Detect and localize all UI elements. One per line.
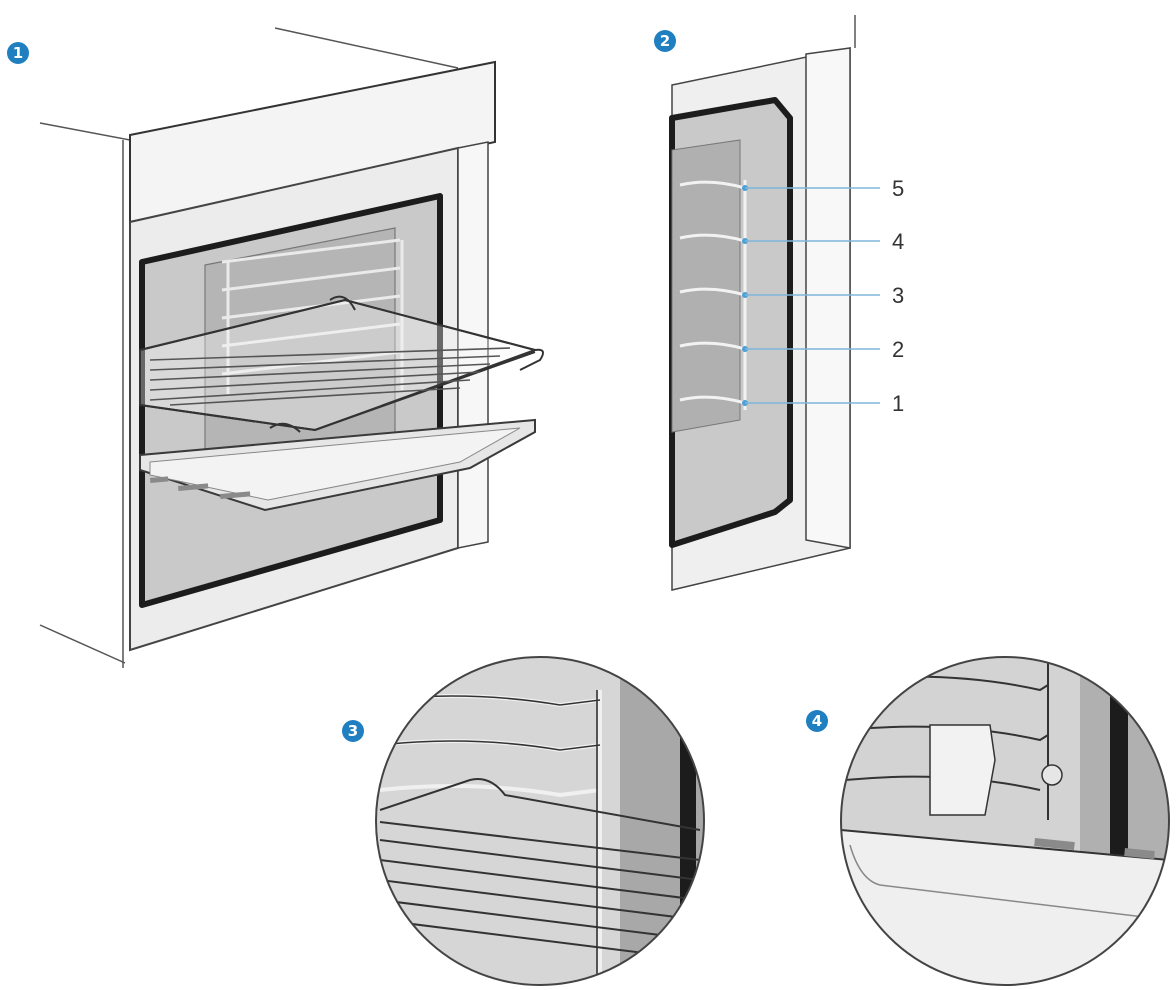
panel-3-rail-detail <box>375 656 705 986</box>
step-badge-1: 1 <box>7 42 29 64</box>
circled-number-1-icon <box>7 42 29 64</box>
tray-slots <box>150 476 251 499</box>
level-leader-lines <box>745 187 880 404</box>
shelf-level-1-label: 1 <box>892 391 904 416</box>
shelf-level-3-label: 3 <box>892 283 904 308</box>
step-badge-4: 4 <box>806 710 828 732</box>
step-1-number: 1 <box>13 44 23 62</box>
shelf-wire-closeup <box>379 778 701 961</box>
baking-tray <box>139 418 536 512</box>
shelf-level-4-label: 4 <box>892 229 904 254</box>
cabinet-outline <box>39 27 459 668</box>
panel-4-tray-detail <box>840 656 1170 986</box>
circled-number-2-icon <box>654 30 676 52</box>
step-4-number: 4 <box>812 712 822 730</box>
oven-control-panel <box>129 60 496 224</box>
wire-shelf-bars <box>149 347 511 406</box>
tray-edge-closeup <box>841 828 1169 985</box>
panel-2-shelf-levels: 5 4 3 2 1 <box>669 15 904 591</box>
panel-1-oven-overview <box>39 27 545 668</box>
step-badge-2: 2 <box>654 30 676 52</box>
step-3-number: 3 <box>348 722 358 740</box>
step-2-number: 2 <box>660 32 670 50</box>
rail-pivot <box>1041 764 1063 786</box>
oven-back-wall-right <box>671 139 741 433</box>
shelf-level-2-label: 2 <box>892 337 904 362</box>
step-badge-3: 3 <box>342 720 364 742</box>
circled-number-4-icon <box>806 710 828 732</box>
circled-number-3-icon <box>342 720 364 742</box>
rail-bracket <box>929 724 996 816</box>
oven-side-trim-right <box>805 47 851 549</box>
shelf-level-5-label: 5 <box>892 176 904 201</box>
